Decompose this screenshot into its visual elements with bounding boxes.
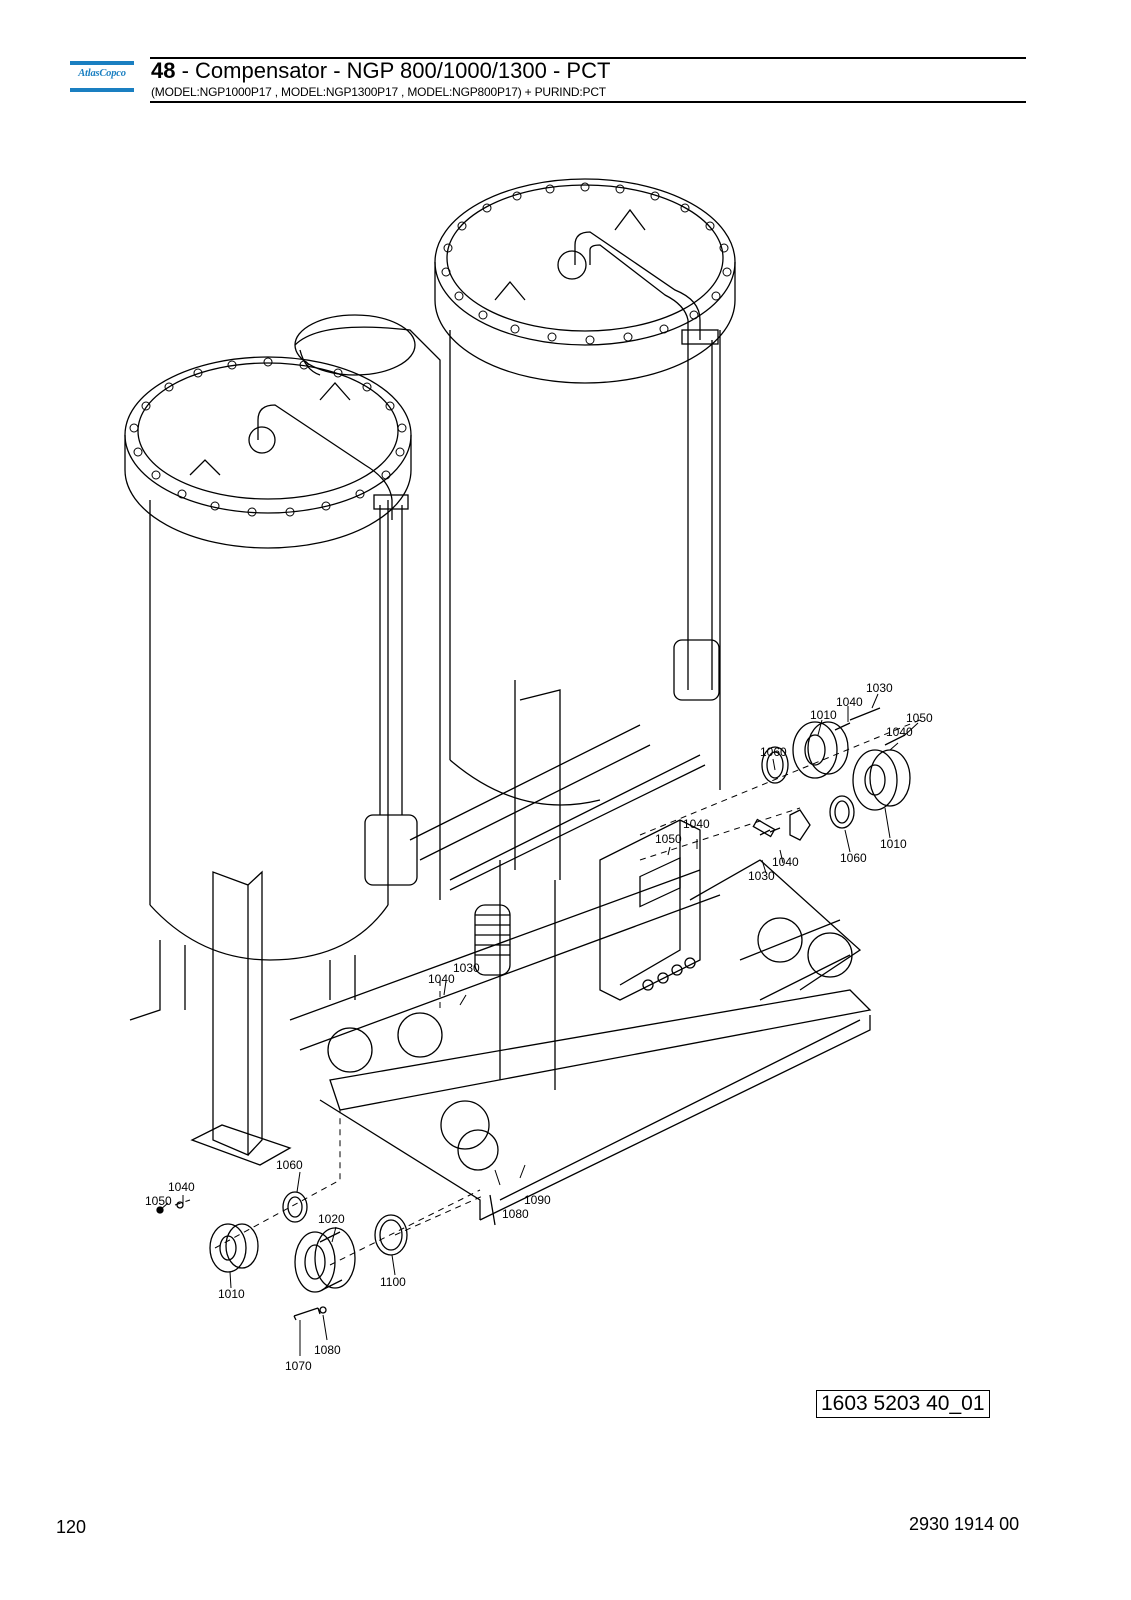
callout-1060: 1060: [760, 745, 787, 759]
exploded-lines-left: [174, 980, 486, 1266]
page-title: 48 - Compensator - NGP 800/1000/1300 - P…: [151, 58, 610, 84]
exploded-lines-right: [639, 719, 921, 861]
callout-1030: 1030: [748, 869, 775, 883]
callout-1040: 1040: [428, 972, 455, 986]
callout-1080: 1080: [314, 1343, 341, 1357]
callout-1030: 1030: [453, 961, 480, 975]
callout-1040: 1040: [683, 817, 710, 831]
tank-back: [294, 314, 441, 900]
piping-frame: [289, 639, 872, 1226]
callout-1100: 1100: [380, 1275, 406, 1289]
tank-left: [124, 356, 412, 1021]
logo-bar-top: [70, 61, 134, 65]
callout-1040: 1040: [886, 725, 913, 739]
page-number: 120: [56, 1517, 87, 1537]
header-rule-top: [150, 57, 1026, 59]
section-title: - Compensator - NGP 800/1000/1300 - PCT: [175, 58, 611, 83]
drawing-linework: [124, 178, 921, 1356]
valve-assembly: [327, 904, 853, 1171]
model-subtitle: (MODEL:NGP1000P17 , MODEL:NGP1300P17 , M…: [151, 85, 606, 99]
callout-1060: 1060: [840, 851, 867, 865]
callout-1040: 1040: [168, 1180, 195, 1194]
callout-1070: 1070: [285, 1359, 312, 1373]
drawing-document-number: 1603 5203 40_01: [816, 1390, 990, 1418]
callout-leaders: [159, 693, 919, 1356]
callout-1050: 1050: [145, 1194, 172, 1208]
callout-1040: 1040: [836, 695, 863, 709]
control-cabinet: [599, 819, 701, 1001]
logo-bar-bottom: [70, 88, 134, 92]
callout-1050: 1050: [655, 832, 682, 846]
manual-part-number: 2930 1914 00: [909, 1514, 1020, 1534]
callout-1050: 1050: [906, 711, 933, 725]
header-rule-bottom: [150, 101, 1026, 103]
callout-labels: 1030 1040 1010 1050 1040 1060 1040 1050 …: [145, 681, 933, 1373]
callout-1010: 1010: [810, 708, 837, 722]
callout-1040: 1040: [772, 855, 799, 869]
callout-1010: 1010: [218, 1287, 245, 1301]
support-post: [190, 870, 292, 1166]
callout-1080: 1080: [502, 1207, 529, 1221]
callout-1030: 1030: [866, 681, 893, 695]
callout-1010: 1010: [880, 837, 907, 851]
callout-1020: 1020: [318, 1212, 345, 1226]
logo-wordmark: AtlasCopco: [78, 68, 126, 79]
callout-1060: 1060: [276, 1158, 303, 1172]
tank-right: [434, 178, 736, 806]
atlas-copco-logo: AtlasCopco: [70, 61, 134, 94]
exploded-left: [156, 1191, 408, 1321]
section-number: 48: [151, 58, 176, 83]
callout-1090: 1090: [524, 1193, 551, 1207]
exploded-right: [752, 707, 911, 841]
